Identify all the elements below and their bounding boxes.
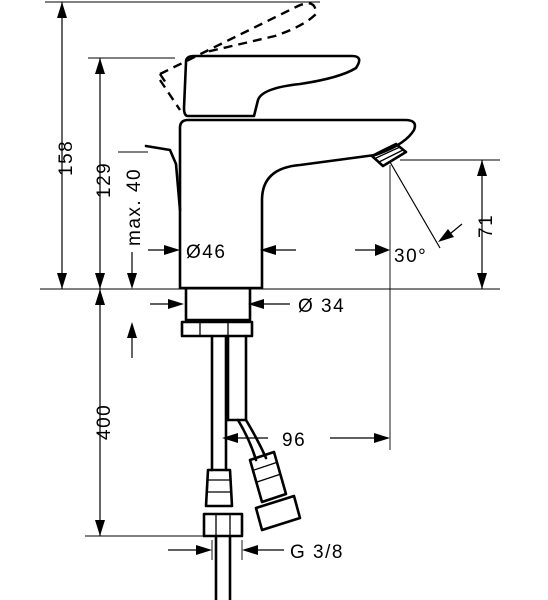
label-connection-thread: G 3/8 <box>290 542 344 563</box>
label-spout-reach: 96 <box>282 430 306 451</box>
label-body-height: 129 <box>94 162 115 198</box>
label-hose-length: 400 <box>94 404 115 440</box>
label-total-height: 158 <box>56 140 77 176</box>
label-max-pop-up: max. 40 <box>124 168 145 246</box>
label-spout-height: 71 <box>476 214 497 238</box>
label-base-diameter: Ø 34 <box>298 296 345 317</box>
faucet-body <box>144 2 417 600</box>
label-body-diameter: Ø46 <box>186 242 226 263</box>
label-spout-angle: 30° <box>394 246 427 267</box>
dimension-labels: 158 129 max. 40 71 Ø46 Ø 34 30° 400 96 G… <box>56 140 497 563</box>
dimension-lines <box>40 1 500 560</box>
